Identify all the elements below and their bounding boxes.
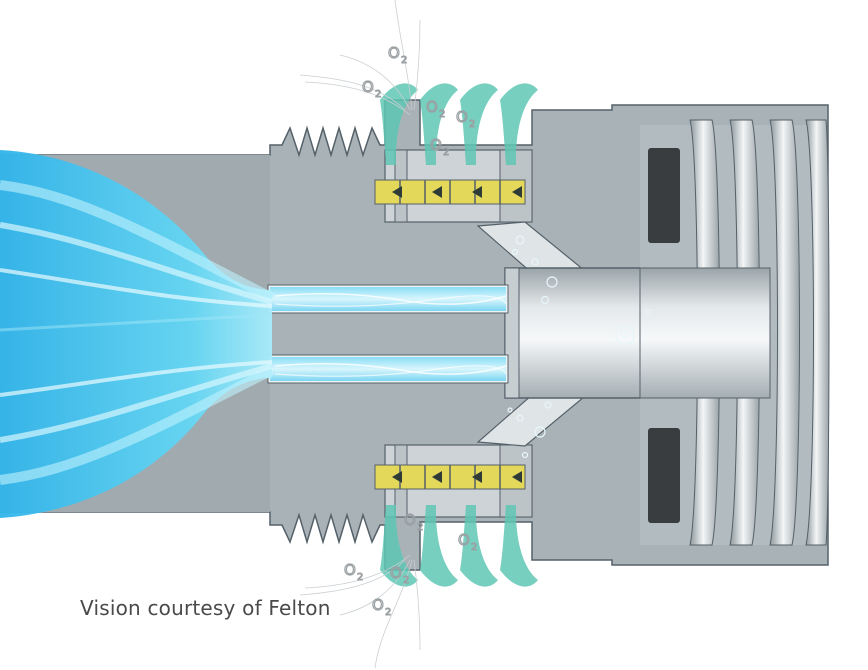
lower-air-intake-swirls [380,505,538,587]
air-bubbles [507,235,652,459]
o2-label: O [390,564,402,582]
oxygen-labels: O 2 O 2 O 2 O 2 O 2 O 2 O 2 O 2 O 2 O 2 … [343,43,637,618]
o2-subscript: 2 [385,607,391,618]
lower-flow-arrows [392,471,522,483]
image-caption: Vision courtesy of Felton [80,596,331,620]
o2-label: O [372,596,384,614]
lower-water-jet [270,357,506,381]
upper-flow-arrows [392,186,522,198]
o2-label: O [458,531,470,549]
o2-subscript: 2 [443,147,449,158]
o2-subscript: 2 [471,542,477,553]
lower-gasket [648,428,680,523]
o2-subscript: 2 [417,522,423,533]
o2-label: O [362,78,374,96]
o2-subscript: 2 [375,89,381,100]
o2-label: O [430,136,442,154]
upper-air-streamlines [299,0,421,116]
upper-gasket [648,148,680,243]
o2-subscript: 2 [357,572,363,583]
lower-air-streamlines [299,554,421,669]
o2-label: O [426,98,438,116]
o2-label: O [620,328,629,341]
o2-subscript: 2 [401,55,407,66]
o2-label: O [404,511,416,529]
o2-subscript: 2 [403,575,409,586]
aerated-water-stream [0,150,275,518]
inlet-threads [639,119,830,546]
o2-label: O [344,561,356,579]
o2-subscript: 2 [469,119,475,130]
upper-air-intake-swirls [380,83,538,165]
o2-subscript: 2 [439,109,445,120]
upper-water-jet [270,287,506,311]
o2-label: O [456,108,468,126]
o2-label: O [388,44,400,62]
